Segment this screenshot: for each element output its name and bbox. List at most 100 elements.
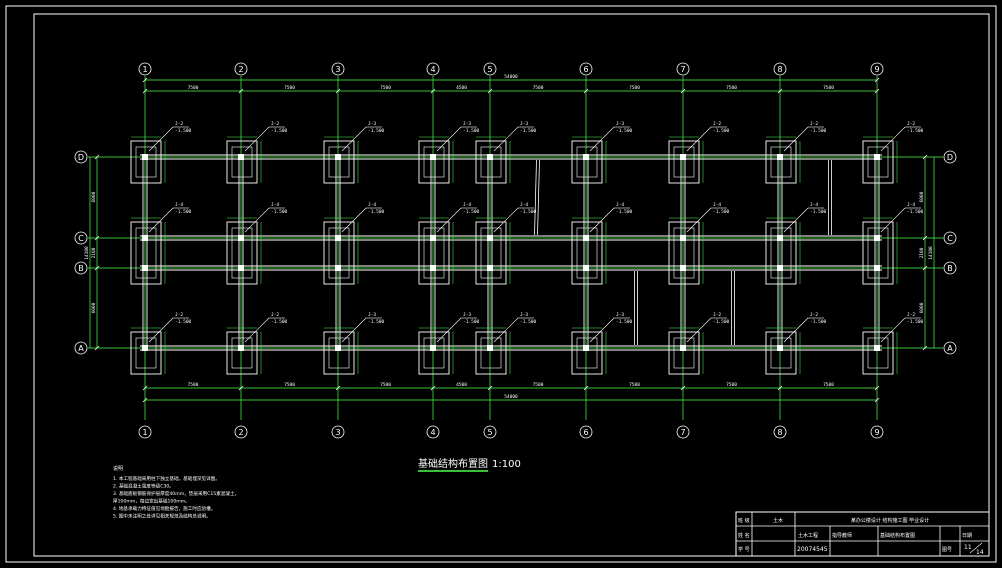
footing-label: J-2 <box>713 121 721 127</box>
footing-step <box>328 227 350 279</box>
notes-heading: 说明 <box>113 465 123 472</box>
tb-id-label: 学 号 <box>738 546 750 553</box>
note-line: 3. 基础底板钢筋保护层厚度40mm，垫层采用C15素混凝土， <box>113 490 239 497</box>
footing <box>418 331 450 375</box>
dimension-tick <box>238 385 244 391</box>
axis-label: 2 <box>238 428 243 437</box>
footing-step <box>867 337 889 369</box>
dimension-text: 7500 <box>726 85 737 91</box>
column <box>142 235 148 241</box>
dimension-tick <box>94 235 100 241</box>
footing-label: J-3 <box>520 121 528 127</box>
footing-leader <box>436 207 462 233</box>
footing <box>323 140 355 184</box>
axis-bubble <box>579 62 593 76</box>
axis-label: C <box>78 234 84 243</box>
axis-label: 9 <box>874 428 879 437</box>
note-line: 厚100mm，每边宽出基础100mm。 <box>113 498 190 505</box>
footing-label: J-4 <box>616 202 624 208</box>
footing-step <box>480 337 502 369</box>
footing-label: J-4 <box>368 202 376 208</box>
footing-step <box>480 227 502 279</box>
axis-label: 6 <box>583 65 588 74</box>
footing-elevation: -1.500 <box>810 128 827 134</box>
axis-label: 1 <box>142 428 147 437</box>
column <box>335 235 341 241</box>
footing <box>571 140 603 184</box>
footing-leader <box>880 317 906 343</box>
dimension-text: 7500 <box>188 382 199 388</box>
dimension-tick <box>874 385 880 391</box>
dimension-text: 7500 <box>726 382 737 388</box>
footing-label: J-2 <box>907 312 915 318</box>
dimension-text: 4500 <box>456 382 467 388</box>
dimension-tick <box>487 385 493 391</box>
dimension-text: 7500 <box>380 382 391 388</box>
footing-leader <box>880 207 906 233</box>
footing-elevation: -1.500 <box>616 209 633 215</box>
footing-elevation: -1.500 <box>810 209 827 215</box>
footing-elevation: -1.500 <box>907 319 924 325</box>
axis-label: 4 <box>430 65 435 74</box>
axis-bubble <box>943 231 957 245</box>
footing-leader <box>244 126 270 152</box>
tb-name-value: 土木工程 <box>798 532 818 539</box>
tb-drawing-name: 基础结构布置图 <box>880 532 915 539</box>
title-block: 班 级 土木 某办公楼设计 结构施工图 毕业设计 姓 名 土木工程 指导教师 基… <box>735 511 990 557</box>
footing <box>226 140 258 184</box>
dimension-tick <box>777 88 783 94</box>
footing <box>130 221 162 285</box>
footing-leader <box>148 317 174 343</box>
column <box>487 345 493 351</box>
column <box>680 265 686 271</box>
dimension-text: 14100 <box>84 246 90 260</box>
footing-label: J-2 <box>175 312 183 318</box>
column <box>583 154 589 160</box>
footing-leader <box>783 126 809 152</box>
footing-elevation: -1.500 <box>271 319 288 325</box>
footing-elevation: -1.500 <box>175 128 192 134</box>
footing-leader <box>880 126 906 152</box>
dimension-tick <box>680 88 686 94</box>
tb-date-label: 日期 <box>962 533 972 539</box>
footing-label: J-4 <box>907 202 915 208</box>
footing <box>862 331 894 375</box>
column <box>142 345 148 351</box>
footing-elevation: -1.500 <box>520 319 537 325</box>
axis-bubble <box>426 62 440 76</box>
footing-elevation: -1.500 <box>175 319 192 325</box>
dimension-tick <box>487 88 493 94</box>
footing-step <box>770 337 792 369</box>
column <box>430 235 436 241</box>
axis-label: 3 <box>335 65 340 74</box>
footing-step <box>135 146 157 178</box>
column <box>487 265 493 271</box>
footing-label: J-4 <box>175 202 183 208</box>
dimension-text: 7500 <box>284 382 295 388</box>
footing <box>475 221 507 285</box>
footing-step <box>673 227 695 279</box>
axis-label: B <box>78 264 84 273</box>
footing-step <box>867 146 889 178</box>
footing-elevation: -1.500 <box>713 128 730 134</box>
axis-bubble <box>676 425 690 439</box>
footing-label: J-4 <box>810 202 818 208</box>
footing-label: J-2 <box>175 121 183 127</box>
axis-label: D <box>947 153 953 162</box>
column <box>487 154 493 160</box>
dimension-text: 6000 <box>919 302 925 313</box>
column <box>142 154 148 160</box>
axis-bubble <box>943 150 957 164</box>
footing-elevation: -1.500 <box>463 319 480 325</box>
footing-elevation: -1.500 <box>520 209 537 215</box>
footing <box>323 331 355 375</box>
axis-bubble <box>483 425 497 439</box>
column <box>874 154 880 160</box>
dimension-tick <box>238 88 244 94</box>
axis-label: 4 <box>430 428 435 437</box>
column <box>874 235 880 241</box>
axis-bubble <box>234 62 248 76</box>
outer-frame <box>5 5 997 563</box>
secondary-beam <box>534 159 537 236</box>
